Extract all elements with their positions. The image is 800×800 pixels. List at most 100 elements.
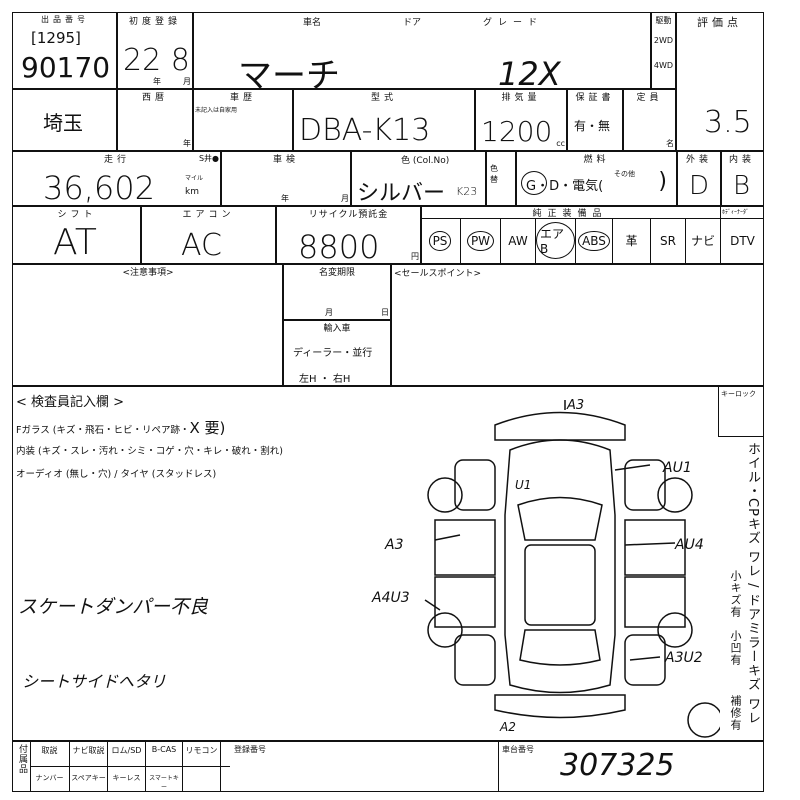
- equip-leather: 革: [612, 218, 650, 263]
- recycle-fee: 8800: [298, 228, 380, 266]
- month-unit: 月: [325, 308, 333, 317]
- wheel-rr: [657, 612, 693, 648]
- handwritten-note-1: スケートダンパー不良: [18, 596, 209, 618]
- interior-grade: B: [733, 171, 751, 201]
- accessory-number: ナンバー: [30, 766, 70, 792]
- ac-cell: エアコン AC: [140, 205, 277, 265]
- audio-tire-line: オーディオ (無し・穴) / タイヤ (スタッドレス): [16, 469, 217, 480]
- interior-line: 内装 (キズ・スレ・汚れ・シミ・コゲ・穴・キレ・破れ・割れ): [16, 446, 283, 457]
- inspection-label: 車検: [272, 155, 299, 165]
- year-label: 西暦: [141, 93, 168, 103]
- displacement: 1200: [481, 115, 553, 148]
- accessory-manual: 取説: [30, 740, 70, 766]
- wheel-mirror-text: ホイル・CPキズ ワレ / ドアミラーキズ ワレ: [745, 442, 760, 725]
- accessory-empty: [183, 766, 221, 792]
- equip-label: PW: [466, 230, 495, 251]
- shift-cell: シフト AT: [12, 205, 142, 265]
- fuel-cell: 燃料 G・D・電気( その他 ): [515, 150, 678, 207]
- color: シルバー: [357, 181, 446, 206]
- equip-label: DTV: [730, 233, 755, 248]
- score-cell: 評価点 3.5: [675, 12, 764, 152]
- handwritten-note-2: シートサイドへタリ: [22, 672, 167, 691]
- notes-label: <注意事項>: [122, 268, 174, 278]
- year-cell: 西暦 年: [116, 88, 194, 152]
- lot-cell: 出品番号 [1295] 90170: [12, 12, 118, 90]
- chassis-number: 307325: [560, 748, 675, 783]
- accessory-spare-key: スペアキー: [70, 766, 108, 792]
- right-rear-fender: [624, 634, 666, 686]
- door-label: ドア: [403, 18, 422, 28]
- windshield: [517, 496, 603, 541]
- month-unit: 月: [341, 194, 349, 203]
- region-cell: 埼玉: [12, 88, 118, 152]
- accessories-grid: 取説 ナビ取説 ロム/SD B-CAS リモコン ナンバー スペアキー キーレス…: [30, 740, 221, 792]
- recolor-label: 色替: [490, 164, 498, 184]
- drive-cell: 駆動 2WD 4WD: [650, 12, 677, 90]
- recycle-label: リサイクル預託金: [308, 210, 389, 220]
- fglass-text: Fガラス (キズ・飛石・ヒビ・リペア跡・: [16, 425, 190, 436]
- recycle-cell: リサイクル預託金 8800 円: [275, 205, 422, 266]
- exterior-cell: 外装 D: [676, 150, 722, 207]
- damage-mark: A4U3: [372, 590, 410, 606]
- front-bumper: [494, 411, 626, 441]
- accessory-navi-manual: ナビ取説: [70, 740, 108, 766]
- equip-label: SR: [660, 233, 676, 248]
- drive-label: 駆動: [655, 16, 672, 25]
- right-front-fender: [624, 459, 666, 511]
- lot-label: 出品番号: [41, 15, 89, 24]
- rear-bumper: [494, 694, 626, 719]
- region: 埼玉: [43, 111, 83, 135]
- damage-mark: AU4: [675, 537, 704, 553]
- cc-unit: cc: [556, 139, 565, 148]
- model-cell: 型式 DBA-K13: [292, 88, 476, 152]
- bottom-row: [12, 740, 764, 792]
- accessory-bcas: B-CAS: [146, 740, 183, 766]
- warranty-options: 有・無: [574, 119, 611, 133]
- interior-label: 内装: [728, 155, 755, 165]
- drive-2wd: 2WD: [653, 36, 674, 45]
- equip-label: AW: [508, 233, 528, 248]
- keylock-cell: キーロック: [718, 385, 764, 437]
- handle-options: 左H ・ 右H: [299, 374, 351, 385]
- car-body-outline: [504, 439, 616, 694]
- spare-tire: [687, 702, 720, 738]
- equip-dtv: DTV: [720, 218, 764, 263]
- equip-label: 革: [625, 234, 638, 248]
- shift: AT: [53, 222, 97, 263]
- car-diagram: [424, 400, 720, 738]
- car-name: マーチ: [238, 56, 340, 96]
- right-rear-door: [624, 576, 686, 628]
- color-number: K23: [456, 185, 478, 198]
- roof: [524, 544, 596, 626]
- ac-label: エアコン: [182, 210, 235, 220]
- equip-ps: PS: [420, 218, 460, 263]
- mileage: 36,602: [43, 169, 155, 207]
- warranty-label: 保証書: [575, 93, 615, 103]
- month-unit: 月: [183, 77, 191, 86]
- equip-label: PS: [428, 230, 452, 251]
- equip-navi: ナビ: [685, 218, 720, 263]
- wheel-fr: [657, 477, 693, 513]
- displacement-cell: 排気量 1200 cc: [474, 88, 568, 152]
- capacity-unit: 名: [666, 139, 674, 148]
- equipment-cell: [420, 205, 764, 265]
- damage-mark: A2: [500, 720, 516, 734]
- score-label: 評価点: [697, 16, 742, 29]
- year-unit: 年: [153, 77, 161, 86]
- right-front-door: [624, 519, 686, 576]
- notes-cell: <注意事項>: [12, 263, 284, 387]
- grade-label: グレード: [483, 18, 544, 28]
- yen-unit: 円: [411, 252, 419, 261]
- km-unit: km: [185, 187, 199, 197]
- accessories-label: 付属品: [17, 744, 27, 774]
- small-dent-text: 小凹有: [729, 630, 742, 666]
- accessory-rom-sd: ロム/SD: [108, 740, 146, 766]
- damage-mark: AU1: [663, 460, 692, 476]
- exterior-label: 外装: [685, 155, 712, 165]
- small-scratch-text: 小キズ有: [729, 570, 742, 618]
- inspector-title: < 検査員記入欄 >: [16, 395, 125, 410]
- accessory-remote: リモコン: [183, 740, 221, 766]
- color-label: 色 (Col.No): [401, 156, 450, 166]
- accessory-smart-key: スマートキー: [146, 766, 183, 792]
- mileage-cell: 走行 S井● 36,602 マイル km: [12, 150, 222, 207]
